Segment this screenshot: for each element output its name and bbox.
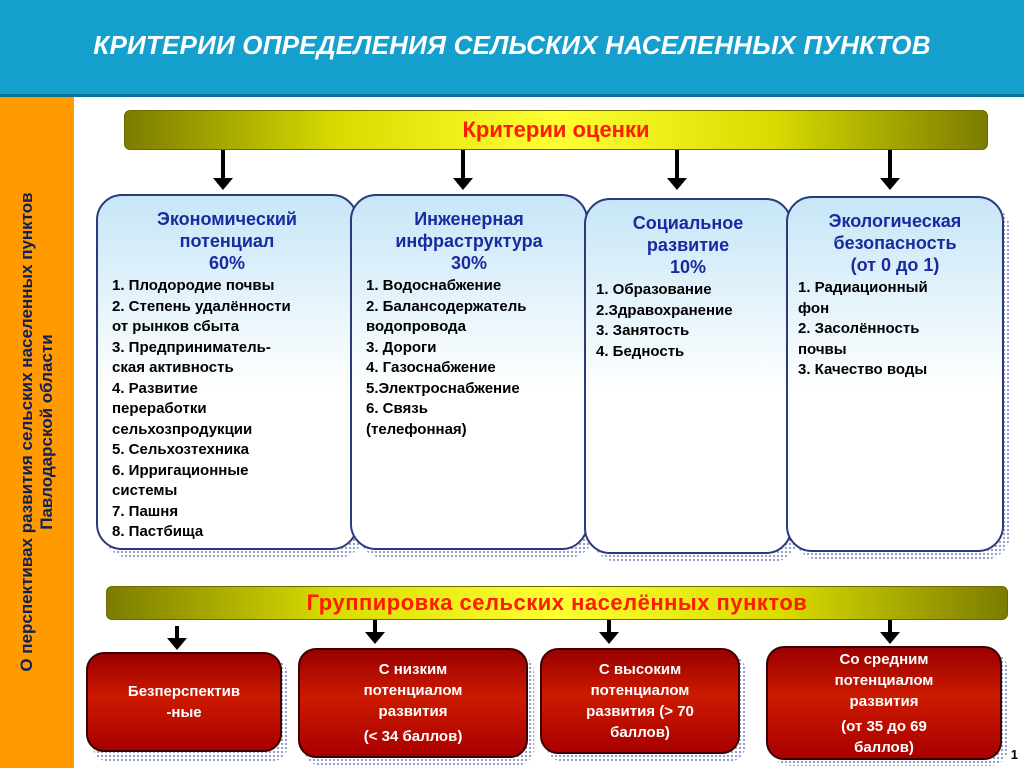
criterion-items: 1. Плодородие почвы 2. Степень удалённос… bbox=[112, 277, 291, 540]
arrow-down-icon bbox=[667, 150, 687, 190]
criterion-card-economic: Экономический потенциал 60% 1. Плодороди… bbox=[96, 194, 358, 550]
criterion-heading: Социальное развитие 10% bbox=[632, 213, 744, 277]
criteria-bar: Критерии оценки bbox=[124, 110, 988, 150]
group-line: потенциалом bbox=[834, 671, 934, 689]
page-title: КРИТЕРИИ ОПРЕДЕЛЕНИЯ СЕЛЬСКИХ НАСЕЛЕННЫХ… bbox=[93, 30, 931, 60]
criterion-card-ecology: Экологическая безопасность (от 0 до 1) 1… bbox=[786, 196, 1004, 552]
group-box-low-potential: С низким потенциалом развития (< 34 балл… bbox=[298, 648, 528, 758]
group-line: потенциалом bbox=[363, 682, 463, 699]
group-line: баллов) bbox=[854, 738, 914, 756]
arrow-down-icon bbox=[365, 620, 385, 644]
arrow-down-icon bbox=[453, 150, 473, 190]
group-line: развития bbox=[849, 692, 919, 710]
criterion-items: 1. Радиационный фон 2. Засолённость почв… bbox=[798, 279, 928, 378]
group-line: потенциалом bbox=[590, 682, 690, 699]
group-line: развития (> 70 bbox=[586, 703, 694, 720]
arrow-down-icon bbox=[880, 620, 900, 644]
arrow-down-icon bbox=[880, 150, 900, 190]
group-line: (< 34 баллов) bbox=[363, 728, 463, 745]
group-line: С высоким bbox=[598, 661, 682, 678]
group-line: (от 35 до 69 bbox=[841, 717, 927, 735]
criterion-heading: Экономический потенциал 60% bbox=[157, 209, 297, 273]
group-line: развития bbox=[378, 703, 448, 720]
arrow-down-icon bbox=[167, 626, 187, 650]
header-divider bbox=[0, 94, 1024, 97]
sidebar bbox=[0, 97, 74, 768]
grouping-bar: Группировка сельских населённых пунктов bbox=[106, 586, 1008, 620]
group-box-no-prospects: Безперспектив -ные bbox=[86, 652, 282, 752]
criterion-items: 1. Водоснабжение 2. Балансодержатель вод… bbox=[366, 277, 527, 438]
criterion-heading: Инженерная инфраструктура 30% bbox=[395, 209, 543, 273]
group-line: -ные bbox=[166, 704, 202, 721]
header-banner bbox=[0, 0, 1024, 94]
arrow-down-icon bbox=[213, 150, 233, 190]
arrow-down-icon bbox=[599, 620, 619, 644]
page-number: 1 bbox=[1010, 747, 1018, 762]
criterion-card-social: Социальное развитие 10% 1. Образование 2… bbox=[584, 198, 792, 554]
sidebar-caption: О перспективах развития сельских населен… bbox=[17, 192, 56, 672]
group-line: Безперспектив bbox=[127, 683, 241, 700]
criterion-items: 1. Образование 2.Здравохранение 3. Занят… bbox=[596, 281, 733, 360]
group-line: Со средним bbox=[839, 650, 929, 668]
group-line: С низким bbox=[378, 661, 448, 678]
group-box-high-potential: С высоким потенциалом развития (> 70 бал… bbox=[540, 648, 740, 754]
criterion-heading: Экологическая безопасность (от 0 до 1) bbox=[828, 211, 962, 275]
criterion-card-infrastructure: Инженерная инфраструктура 30% 1. Водосна… bbox=[350, 194, 588, 550]
group-line: баллов) bbox=[610, 724, 670, 741]
group-box-medium-potential: Со средним потенциалом развития (от 35 д… bbox=[766, 646, 1002, 760]
